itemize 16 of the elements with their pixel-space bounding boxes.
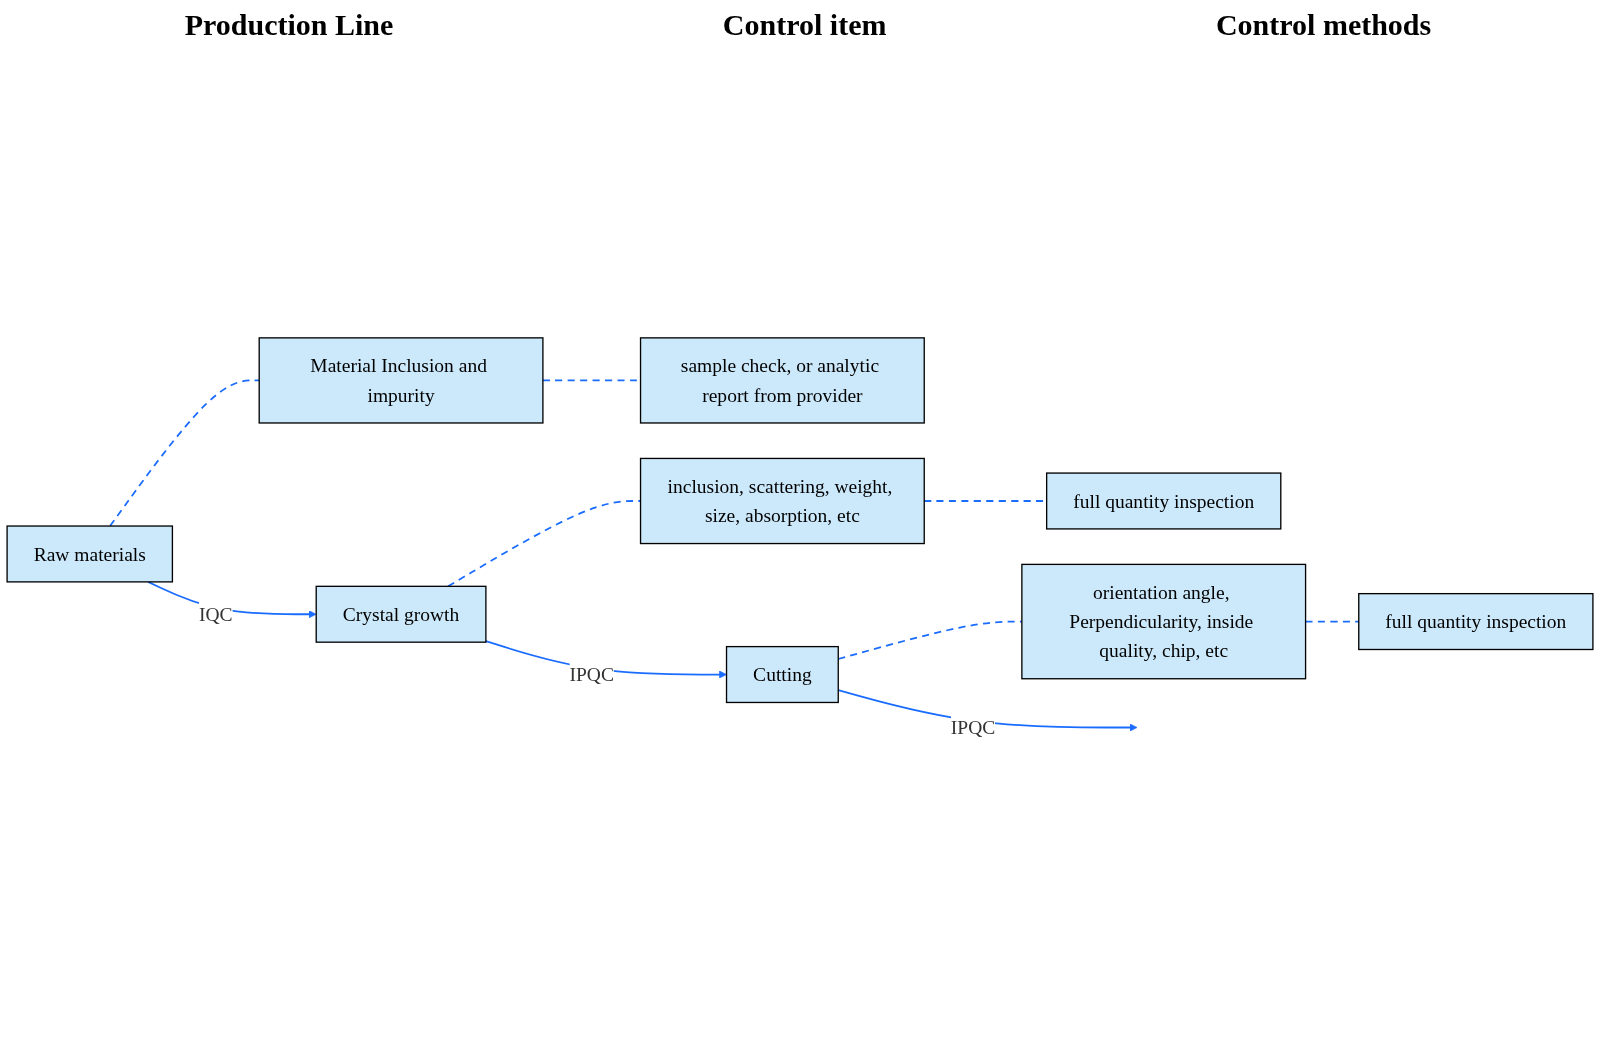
node-box: inclusion, scattering, weight, size, absorption, etc (639, 457, 925, 545)
connector (447, 500, 642, 588)
node-box: full quantity inspection (1358, 592, 1594, 651)
column-heading: Control methods (1215, 8, 1432, 42)
edge-label: IPQC (569, 663, 614, 686)
node-box: sample check, or analytic report from provider (639, 337, 925, 424)
column-heading: Control item (722, 8, 887, 42)
node-box: Crystal growth (315, 585, 487, 643)
node-box: full quantity inspection (1046, 472, 1282, 530)
node-box: Material Inclusion and impurity (258, 337, 544, 424)
node-box: Raw materials (6, 525, 174, 583)
node-box: Cutting (725, 645, 839, 704)
node-box: orientation angle, Perpendicularity, inside quality, chip, etc (1021, 563, 1307, 680)
column-heading: Production Line (184, 8, 394, 42)
edge-label: IQC (199, 603, 233, 626)
edge-label: IPQC (950, 716, 996, 739)
